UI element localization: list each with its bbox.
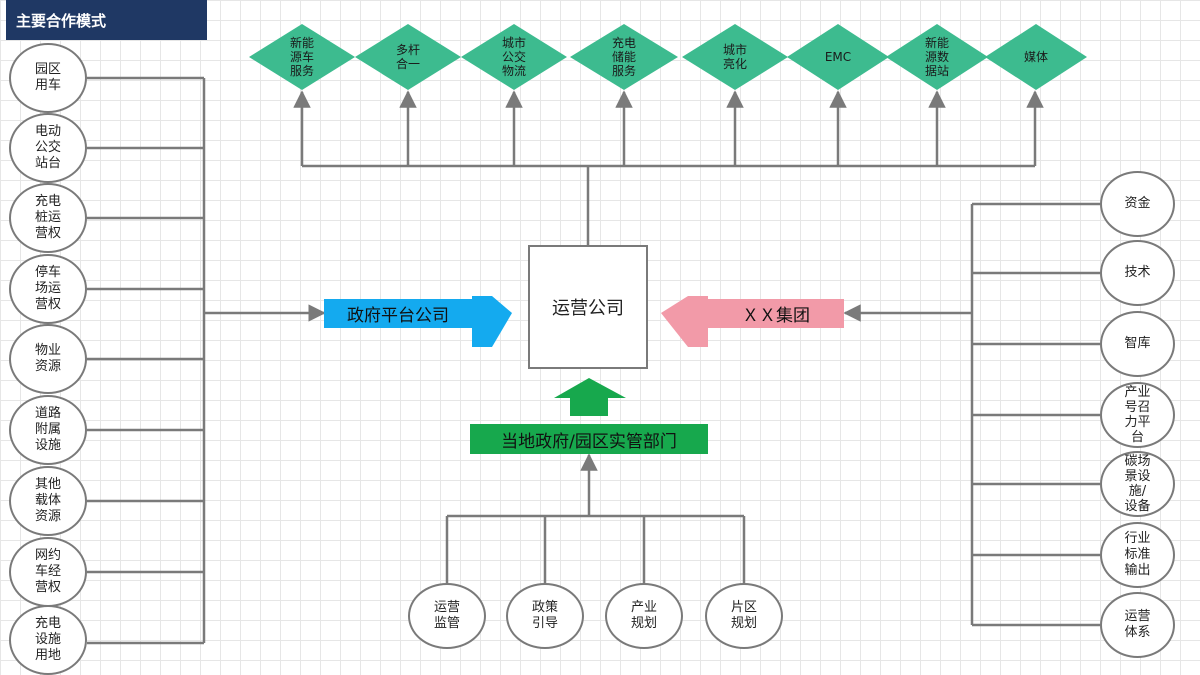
top-item: 多杆合一 [355,24,461,90]
gov-platform-label: 政府平台公司 [324,299,472,328]
top-item: 充电储能服务 [570,24,678,90]
left-item: 停车场运营权 [9,254,87,324]
local-gov-label: 当地政府/园区实管部门 [470,424,708,454]
right-item: 行业标准输出 [1100,522,1175,588]
right-item: 资金 [1100,171,1175,237]
right-item: 技术 [1100,240,1175,306]
right-item: 产业号召力平台 [1100,382,1175,448]
center-operating-company: 运营公司 [528,245,648,369]
top-item: EMC [787,24,889,90]
right-item: 智库 [1100,311,1175,377]
group-label: ＸＸ集团 [708,299,844,328]
left-item: 网约车经营权 [9,537,87,607]
page-title: 主要合作模式 [6,0,207,40]
top-item: 新能源数据站 [886,24,988,90]
top-item: 新能源车服务 [249,24,355,90]
left-item: 充电设施用地 [9,605,87,675]
bottom-item: 片区规划 [705,583,783,649]
green-arrow [554,378,626,416]
bottom-item: 产业规划 [605,583,683,649]
top-item: 媒体 [985,24,1087,90]
left-item: 园区用车 [9,43,87,113]
left-item: 道路附属设施 [9,395,87,465]
left-item: 充电桩运营权 [9,183,87,253]
blue-arrow [472,296,512,347]
bottom-item: 政策引导 [506,583,584,649]
left-item: 其他载体资源 [9,466,87,536]
top-item: 城市公交物流 [461,24,567,90]
bottom-item: 运营监管 [408,583,486,649]
right-item: 碳场景设施/设备 [1100,451,1175,517]
left-item: 电动公交站台 [9,113,87,183]
left-item: 物业资源 [9,324,87,394]
pink-arrow [661,296,708,347]
top-item: 城市亮化 [682,24,788,90]
right-item: 运营体系 [1100,592,1175,658]
